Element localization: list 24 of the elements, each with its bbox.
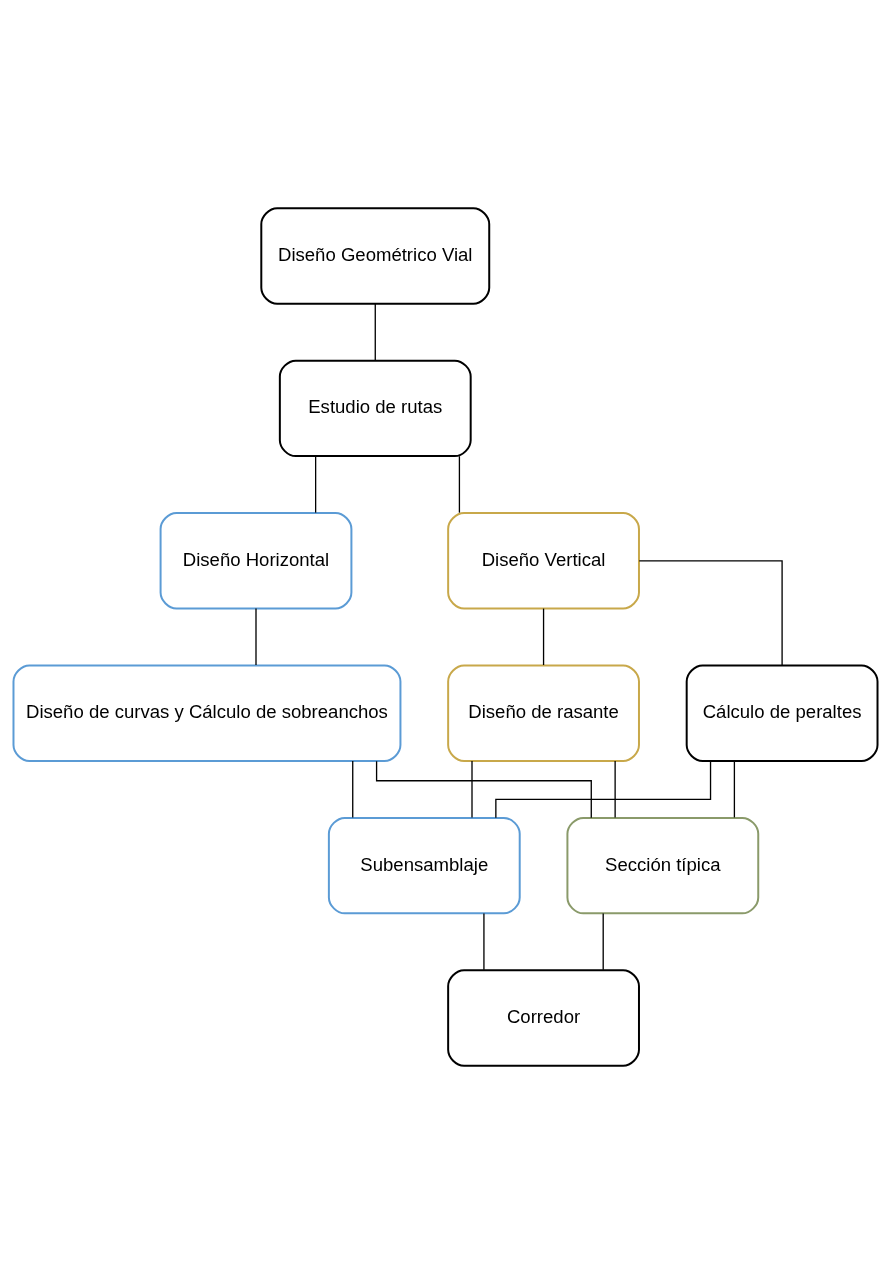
connector <box>638 560 783 667</box>
connector <box>375 760 592 819</box>
node-box: Sección típica <box>566 816 760 915</box>
connector <box>471 760 473 819</box>
node-box: Diseño de rasante <box>447 664 640 762</box>
node-box: Cálculo de peraltes <box>685 664 879 762</box>
node-box: Estudio de rutas <box>278 359 472 458</box>
connector <box>255 607 257 666</box>
connector <box>614 760 616 819</box>
connector <box>374 303 376 361</box>
connector <box>458 455 461 514</box>
node-box: Subensamblaje <box>327 816 521 915</box>
node-box: Corredor <box>447 969 640 1067</box>
node-box: Diseño Horizontal <box>159 512 353 610</box>
connector <box>483 912 485 971</box>
connector <box>542 607 545 666</box>
connector <box>495 760 712 819</box>
connector <box>733 760 736 819</box>
connector <box>602 912 604 971</box>
connector <box>352 760 354 819</box>
node-box: Diseño Geométrico Vial <box>260 207 491 305</box>
node-box: Diseño de curvas y Cálculo de sobreanchos <box>12 664 402 762</box>
node-box: Diseño Vertical <box>447 512 640 610</box>
connector <box>314 455 317 514</box>
